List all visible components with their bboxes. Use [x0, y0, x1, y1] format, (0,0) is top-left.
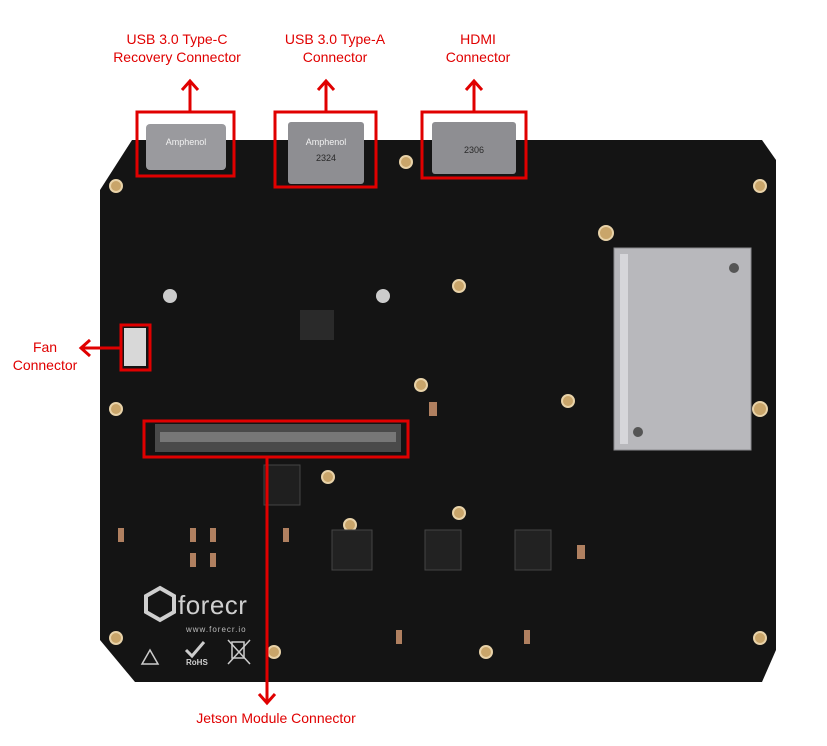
fan-connector [124, 328, 146, 366]
brand-url: www.forecr.io [186, 625, 247, 634]
rohs-check-icon [184, 641, 206, 659]
label-hdmi-line2: Connector [445, 49, 511, 65]
label-fan: Fan Connector [5, 338, 85, 374]
annotation-arrows [78, 78, 484, 706]
weee-icon [227, 639, 251, 665]
label-usb-a-line1: USB 3.0 Type-A [284, 31, 386, 47]
label-jetson-line1: Jetson Module Connector [196, 710, 356, 726]
label-jetson: Jetson Module Connector [176, 709, 376, 727]
label-fan-line2: Connector [12, 357, 78, 373]
usb-c-connector [146, 124, 226, 170]
rohs-mark: RoHS [186, 658, 208, 667]
forecr-logo-icon [144, 585, 176, 623]
label-usb-c-line1: USB 3.0 Type-C [126, 31, 228, 47]
usb-a-date-code: 2324 [315, 153, 337, 163]
label-usb-a-line2: Connector [302, 49, 368, 65]
label-usb-a: USB 3.0 Type-A Connector [265, 30, 405, 66]
annotation-boxes [119, 110, 528, 459]
usb-a-brand-mark: Amphenol [305, 137, 347, 147]
label-usb-c: USB 3.0 Type-C Recovery Connector [107, 30, 247, 66]
jetson-highlight [142, 419, 410, 459]
label-usb-c-line2: Recovery Connector [113, 49, 241, 65]
esd-icon [140, 648, 160, 665]
usb-a-connector [288, 122, 364, 184]
usb-c-brand-mark: Amphenol [165, 137, 207, 147]
brand-name: forecr [178, 590, 248, 620]
usb-c-highlight [135, 110, 236, 178]
pcb [100, 140, 776, 682]
hdmi-date-code: 2306 [463, 145, 485, 155]
hdmi-connector [432, 122, 516, 174]
mounting-holes [109, 155, 768, 659]
heatsink [613, 247, 752, 451]
label-hdmi: HDMI Connector [428, 30, 528, 66]
label-fan-line1: Fan [32, 339, 58, 355]
label-hdmi-line1: HDMI [460, 31, 496, 47]
